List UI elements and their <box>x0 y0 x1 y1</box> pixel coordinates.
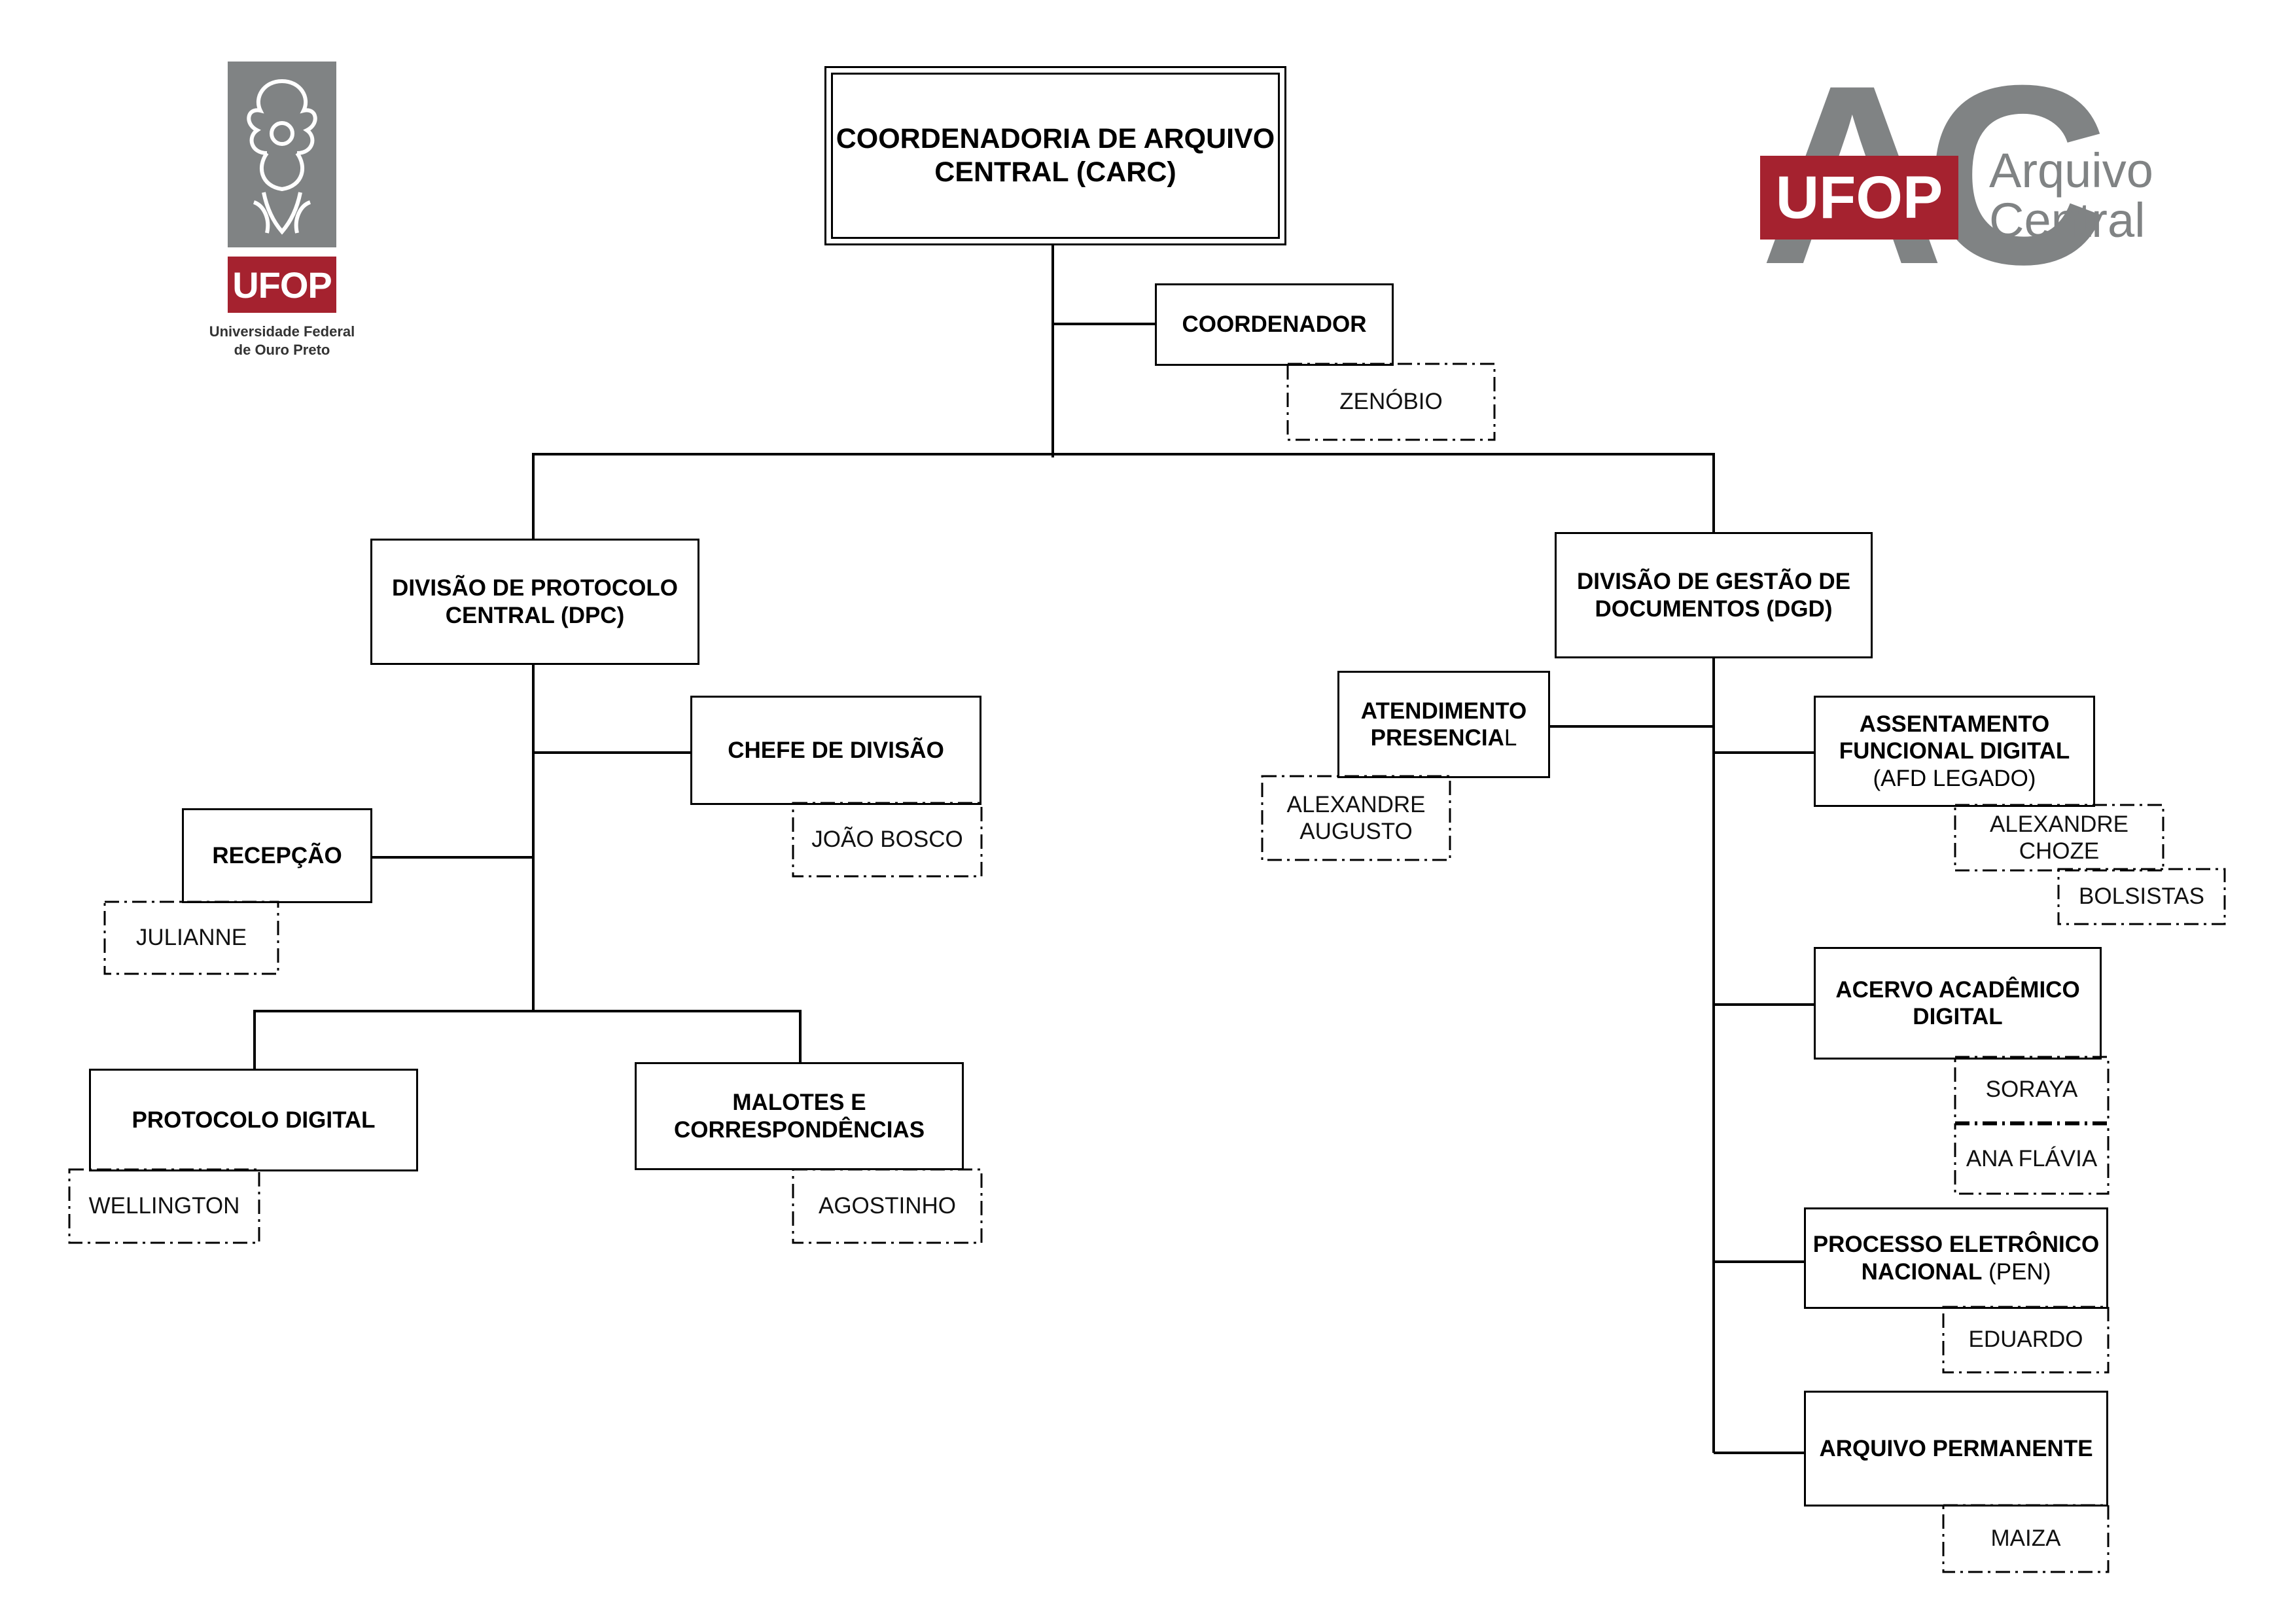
person-ana-flavia: ANA FLÁVIA <box>1954 1123 2110 1195</box>
person-julianne: JULIANNE <box>103 901 279 975</box>
arquivo-central-logo: AC UFOP <box>1760 47 2146 302</box>
person-zenobio: ZENÓBIO <box>1286 363 1496 441</box>
person-bolsistas: BOLSISTAS <box>2057 868 2226 925</box>
ufop-logo-left: UFOP <box>228 62 336 317</box>
ufop-logo-wordmark: UFOP <box>228 257 336 313</box>
ufop-emblem-icon <box>228 62 336 247</box>
node-chefe-divisao: CHEFE DE DIVISÃO <box>690 696 981 805</box>
person-agostinho: AGOSTINHO <box>792 1168 983 1244</box>
ufop-logo-subtitle-2: de Ouro Preto <box>234 342 330 358</box>
node-arquivo-permanente: ARQUIVO PERMANENTE <box>1804 1391 2108 1507</box>
person-joao-bosco: JOÃO BOSCO <box>792 802 983 878</box>
ufop-logo-subtitle-1: Universidade Federal <box>209 323 355 340</box>
node-coordenador: COORDENADOR <box>1155 283 1394 366</box>
person-maiza: MAIZA <box>1942 1504 2110 1573</box>
central-label: Central <box>1989 193 2146 247</box>
node-recepcao: RECEPÇÃO <box>182 808 372 903</box>
person-soraya: SORAYA <box>1954 1056 2110 1124</box>
person-wellington: WELLINGTON <box>68 1168 260 1244</box>
connector-lines <box>253 245 1816 1454</box>
node-protocolo-digital: PROTOCOLO DIGITAL <box>89 1069 418 1171</box>
person-eduardo: EDUARDO <box>1942 1306 2110 1374</box>
arquivo-label: Arquivo <box>1989 143 2153 198</box>
ac-logo-wordmark: UFOP <box>1760 156 1958 240</box>
